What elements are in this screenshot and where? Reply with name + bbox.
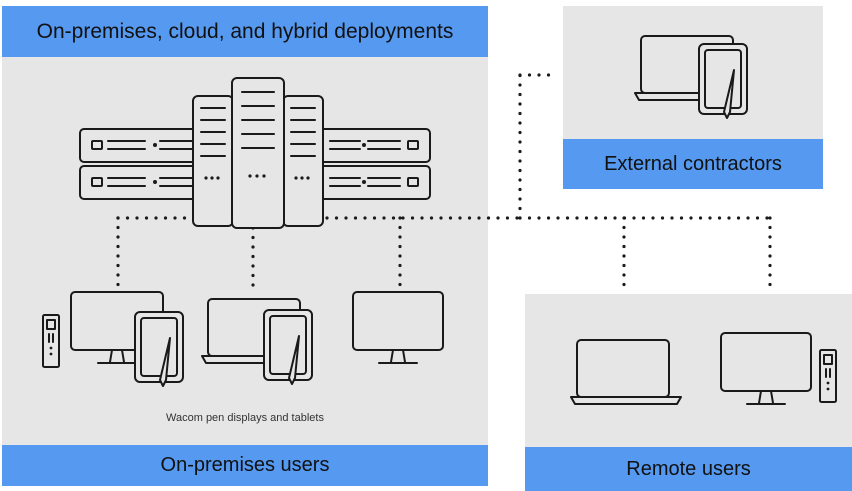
devices-caption: Wacom pen displays and tablets	[166, 412, 324, 424]
laptop-icon	[570, 339, 682, 405]
diagram-title: On-premises, cloud, and hybrid deploymen…	[2, 6, 488, 57]
desktop-tower-icon	[819, 349, 837, 403]
pen-tablet-icon	[263, 309, 313, 385]
monitor-icon	[720, 332, 812, 405]
on-premises-users-label: On-premises users	[2, 445, 488, 486]
pen-tablet-icon	[698, 43, 748, 119]
desktop-tower-icon	[42, 314, 60, 368]
pen-tablet-icon	[134, 311, 184, 387]
remote-users-label: Remote users	[525, 447, 852, 491]
server-rack-icon	[79, 77, 431, 229]
external-contractors-label: External contractors	[563, 139, 823, 189]
monitor-icon	[352, 291, 444, 364]
